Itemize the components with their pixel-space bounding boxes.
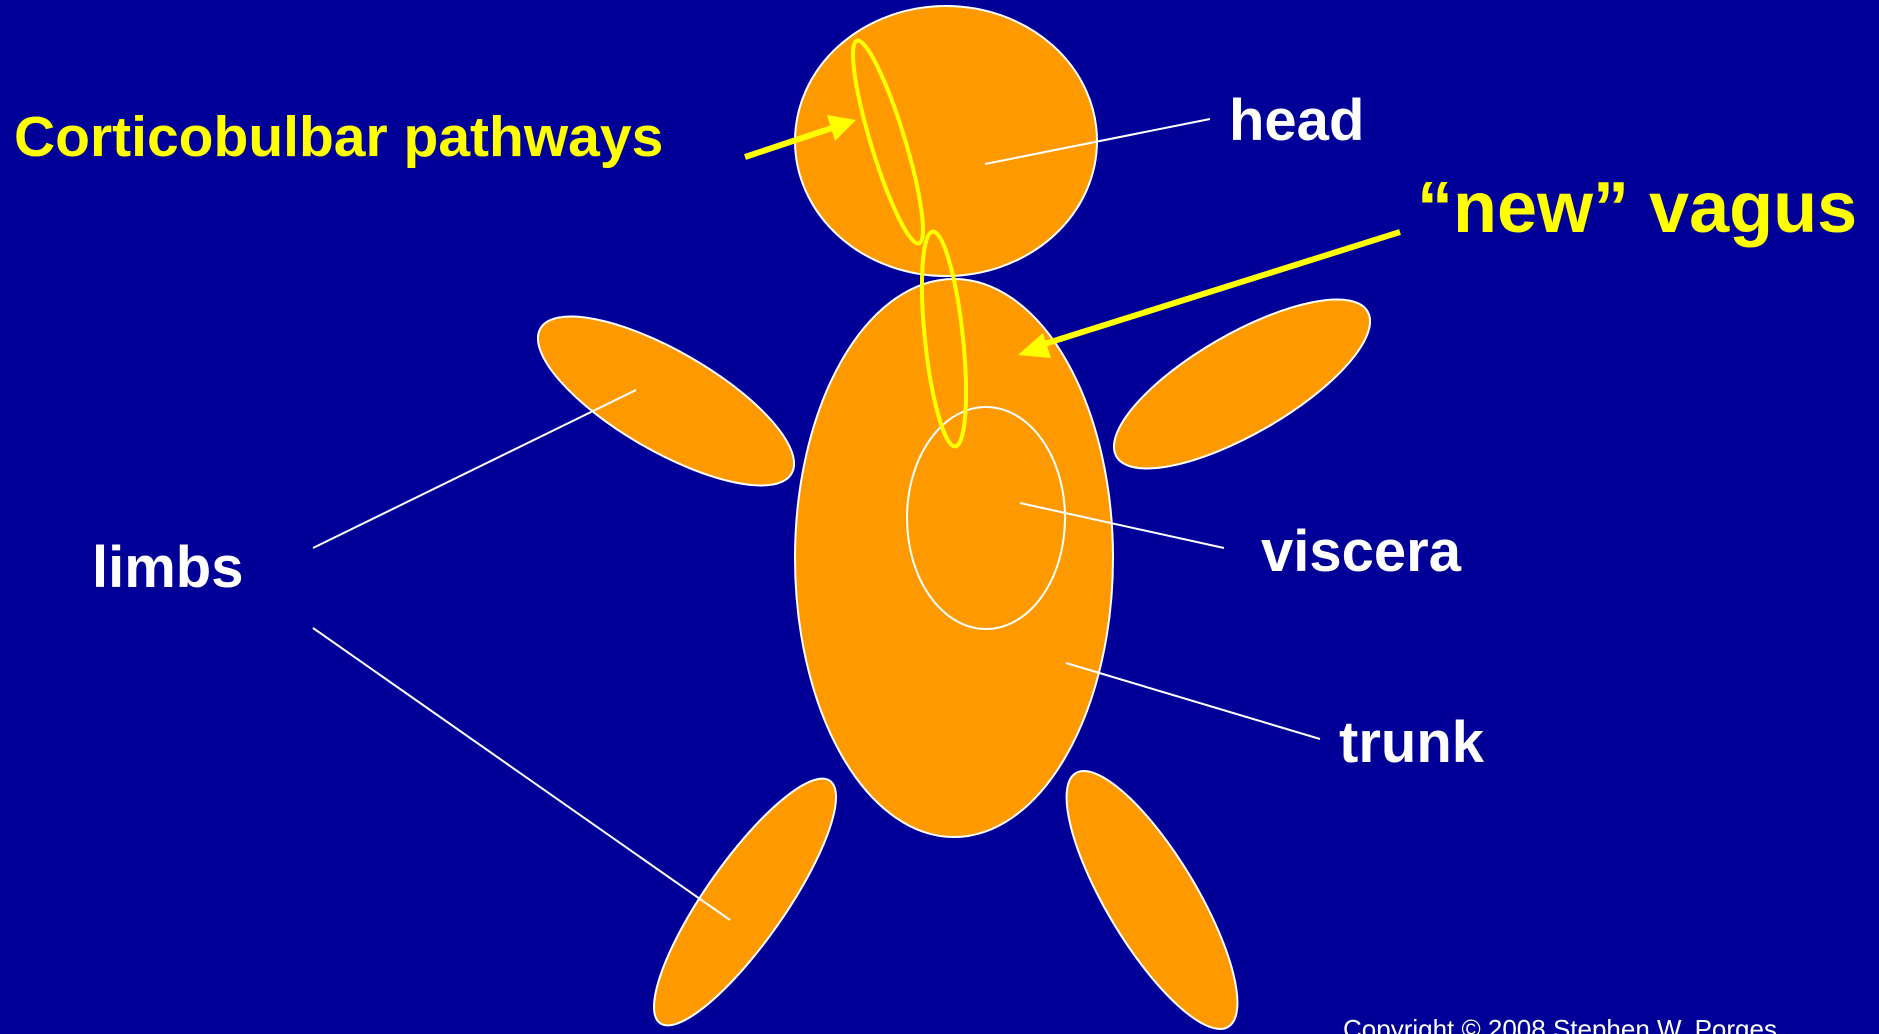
head-shape [795, 6, 1097, 276]
label-corticobulbar: Corticobulbar pathways [14, 105, 663, 169]
viscera-shape [907, 407, 1065, 629]
label-head: head [1229, 88, 1364, 153]
limb-lower-left [627, 758, 862, 1034]
label-limbs: limbs [92, 535, 244, 600]
limb-lower-right [1037, 750, 1267, 1034]
limbs-leader-line-upper [313, 390, 636, 548]
limbs-leader-line-lower [313, 628, 730, 920]
limb-upper-left [515, 285, 816, 517]
copyright-notice: Copyright © 2008 Stephen W. Porges [1343, 1014, 1777, 1034]
limb-upper-right [1091, 268, 1392, 500]
label-viscera: viscera [1261, 519, 1462, 584]
label-new-vagus: “new” vagus [1417, 168, 1857, 248]
trunk-leader-line [1066, 663, 1320, 739]
label-trunk: trunk [1339, 710, 1485, 775]
